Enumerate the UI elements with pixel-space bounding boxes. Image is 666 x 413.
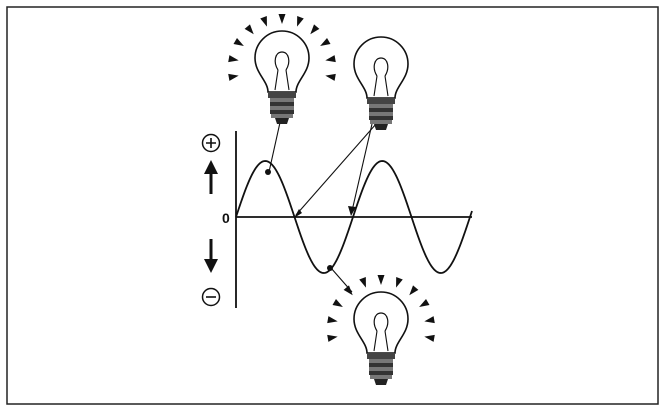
leader-lines	[269, 118, 376, 292]
arrow-down-icon	[204, 239, 218, 273]
figure-frame	[7, 7, 658, 404]
leader-line-unlit-bulb-2	[352, 124, 372, 211]
glowing-light-bulb-icon	[228, 14, 336, 124]
leader-line-top-bulb	[269, 118, 281, 172]
leader-line-unlit-bulb-1	[296, 124, 376, 215]
minus-sign-circle-icon	[203, 289, 220, 306]
peak-dot	[265, 169, 271, 175]
arrow-up-icon	[204, 160, 218, 194]
unlit-light-bulb-icon	[354, 37, 408, 130]
glowing-light-bulb-icon	[327, 275, 435, 385]
zero-label: 0	[222, 210, 230, 226]
trough-dot	[327, 265, 333, 271]
plus-sign-circle-icon	[203, 135, 220, 152]
